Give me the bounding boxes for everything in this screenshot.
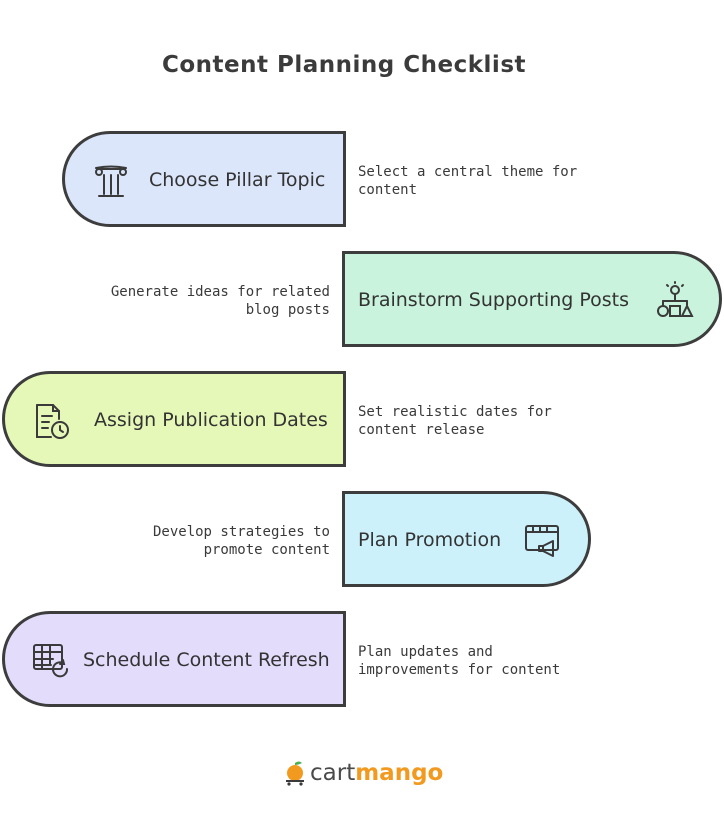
pillar-icon [91, 161, 131, 201]
step-pill-plan-promotion: Plan Promotion [342, 491, 591, 587]
step-description: Select a central theme for content [358, 163, 577, 199]
video-megaphone-icon [523, 521, 563, 561]
description-line: improvements for content [358, 662, 561, 678]
step-label: Schedule Content Refresh [83, 649, 330, 671]
description-line: Develop strategies to [152, 524, 330, 540]
brand-name-part1: cart [310, 760, 356, 786]
document-clock-icon [31, 401, 71, 441]
description-line: promote content [203, 542, 330, 558]
step-pill-choose-pillar-topic: Choose Pillar Topic [62, 131, 346, 227]
table-refresh-icon [31, 641, 71, 681]
diagram-title: Content Planning Checklist [162, 52, 526, 78]
description-line: Plan updates and [358, 644, 493, 660]
mango-cart-icon [286, 761, 304, 786]
description-line: Generate ideas for related [110, 284, 330, 300]
step-description: Set realistic dates for content release [358, 403, 552, 439]
step-label: Brainstorm Supporting Posts [358, 289, 629, 311]
description-line: content release [358, 422, 485, 438]
brand-name-part2: mango [355, 760, 444, 786]
step-description: Plan updates and improvements for conten… [358, 643, 560, 679]
description-line: Set realistic dates for [358, 404, 552, 420]
step-pill-assign-publication-dates: Assign Publication Dates [2, 371, 346, 467]
step-label: Choose Pillar Topic [149, 169, 326, 191]
step-pill-schedule-content-refresh: Schedule Content Refresh [2, 611, 346, 707]
description-line: blog posts [245, 302, 330, 318]
step-label: Plan Promotion [358, 529, 502, 551]
step-label: Assign Publication Dates [94, 409, 328, 431]
step-description: Develop strategies to promote content [153, 523, 330, 559]
idea-hierarchy-icon [655, 281, 695, 321]
step-pill-brainstorm-supporting-posts: Brainstorm Supporting Posts [342, 251, 722, 347]
step-description: Generate ideas for related blog posts [111, 283, 330, 319]
description-line: content [358, 182, 418, 198]
description-line: Select a central theme for [358, 164, 578, 180]
